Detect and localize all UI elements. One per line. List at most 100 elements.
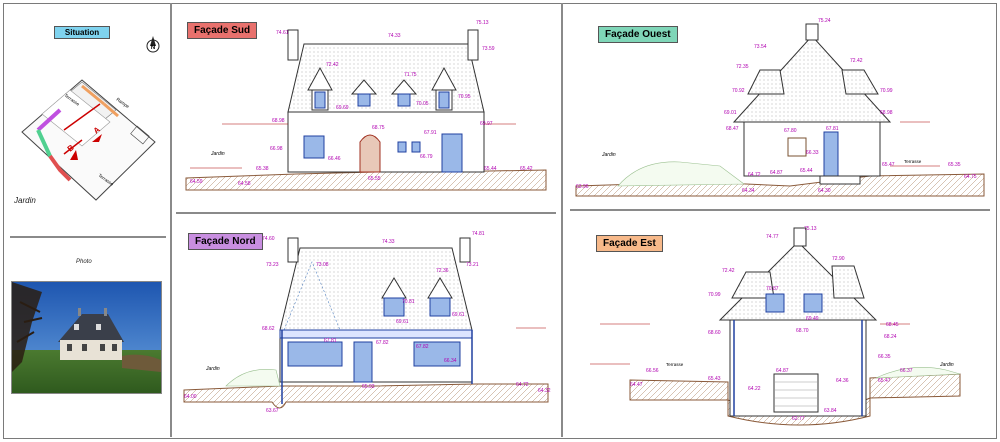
svg-text:64.00: 64.00 xyxy=(184,394,197,400)
svg-text:66.56: 66.56 xyxy=(646,368,659,374)
rampe-label: Rampe xyxy=(115,97,130,110)
svg-text:70.05: 70.05 xyxy=(416,101,429,107)
svg-text:67.80: 67.80 xyxy=(784,128,797,134)
svg-text:69.49: 69.49 xyxy=(806,316,819,322)
facade-ouest-drawing: Jardin Terrasse 75.24 73.54 72.35 72.42 … xyxy=(575,18,985,197)
svg-text:65.47: 65.47 xyxy=(882,162,895,168)
svg-text:63.84: 63.84 xyxy=(824,408,837,414)
svg-text:72.90: 72.90 xyxy=(832,256,845,262)
svg-text:69.01: 69.01 xyxy=(724,110,737,116)
sud-jardin-label: Jardin xyxy=(210,151,225,157)
svg-text:73.21: 73.21 xyxy=(466,262,479,268)
svg-text:74.33: 74.33 xyxy=(382,239,395,245)
svg-text:72.42: 72.42 xyxy=(850,58,863,64)
svg-text:62.77: 62.77 xyxy=(792,416,805,422)
svg-text:66.34: 66.34 xyxy=(444,358,457,364)
ouest-elevation-labels: 75.24 73.54 72.35 72.42 70.92 70.99 69.0… xyxy=(576,18,977,194)
svg-text:67.91: 67.91 xyxy=(424,130,437,136)
svg-text:66.35: 66.35 xyxy=(878,354,891,360)
facade-est-title-badge: Façade Est xyxy=(596,235,663,252)
svg-text:68.60: 68.60 xyxy=(708,330,721,336)
section-b-label: B xyxy=(66,143,76,154)
divider-left-vertical xyxy=(170,3,172,437)
svg-text:66.37: 66.37 xyxy=(900,368,913,374)
svg-text:64.59: 64.59 xyxy=(190,179,203,185)
svg-text:68.75: 68.75 xyxy=(372,125,385,131)
est-elevation-labels: 74.77 75.13 72.42 72.90 70.87 70.99 69.4… xyxy=(630,226,913,422)
facade-est-drawing: Jardin Terrasse 74.77 75.13 72.42 72.90 … xyxy=(590,226,961,426)
svg-text:66.33: 66.33 xyxy=(806,150,819,156)
svg-text:66.98: 66.98 xyxy=(270,146,283,152)
svg-text:69.61: 69.61 xyxy=(396,319,409,325)
svg-text:64.75: 64.75 xyxy=(964,174,977,180)
sud-dormers xyxy=(307,66,457,111)
svg-text:68.45: 68.45 xyxy=(886,322,899,328)
sud-ground-openings xyxy=(303,133,463,173)
svg-text:73.23: 73.23 xyxy=(266,262,279,268)
svg-text:64.72: 64.72 xyxy=(516,382,529,388)
sud-elevation-labels: 74.61 74.33 75.13 73.59 72.42 71.75 70.9… xyxy=(190,20,533,187)
svg-text:72.42: 72.42 xyxy=(722,268,735,274)
svg-text:65.47: 65.47 xyxy=(878,378,891,384)
svg-text:65.44: 65.44 xyxy=(800,168,813,174)
svg-text:63.96: 63.96 xyxy=(576,184,589,190)
svg-text:64.58: 64.58 xyxy=(238,181,251,187)
svg-text:75.13: 75.13 xyxy=(476,20,489,26)
svg-text:75.13: 75.13 xyxy=(804,226,817,232)
svg-text:70.92: 70.92 xyxy=(732,88,745,94)
svg-text:64.87: 64.87 xyxy=(776,368,789,374)
situation-title-badge: Situation xyxy=(54,26,110,39)
svg-text:65.93: 65.93 xyxy=(362,384,375,390)
site-plan-drawing: A B Terrasse Rampe Terrasse xyxy=(21,79,156,201)
facade-sud-title-badge: Façade Sud xyxy=(187,22,258,39)
svg-text:72.35: 72.35 xyxy=(736,64,749,70)
svg-text:65.35: 65.35 xyxy=(948,162,961,168)
svg-text:65.55: 65.55 xyxy=(368,176,381,182)
ouest-jardin-label: Jardin xyxy=(601,152,616,158)
svg-text:70.81: 70.81 xyxy=(402,299,415,305)
svg-text:68.70: 68.70 xyxy=(796,328,809,334)
facade-ouest-title-badge: Façade Ouest xyxy=(598,26,678,43)
svg-text:69.69: 69.69 xyxy=(336,105,349,111)
svg-text:69.97: 69.97 xyxy=(480,121,493,127)
svg-text:70.95: 70.95 xyxy=(458,94,471,100)
svg-text:65.43: 65.43 xyxy=(708,376,721,382)
divider-right-horizontal xyxy=(570,209,990,211)
svg-text:66.79: 66.79 xyxy=(420,154,433,160)
svg-text:68.47: 68.47 xyxy=(726,126,739,132)
svg-text:64.72: 64.72 xyxy=(748,172,761,178)
svg-text:64.32: 64.32 xyxy=(538,388,551,394)
svg-text:73.08: 73.08 xyxy=(316,262,329,268)
svg-text:68.98: 68.98 xyxy=(272,118,285,124)
svg-text:67.82: 67.82 xyxy=(416,344,429,350)
facade-sud-drawing: Jardin 74.61 74.33 75.13 73.59 72.42 71.… xyxy=(185,20,547,191)
svg-text:74.61: 74.61 xyxy=(276,30,289,36)
svg-text:74.81: 74.81 xyxy=(472,231,485,237)
facade-nord-drawing: Jardin 74.60 74.33 74.81 73.23 73.08 72.… xyxy=(183,231,551,414)
svg-text:65.42: 65.42 xyxy=(520,166,533,172)
svg-text:64.22: 64.22 xyxy=(748,386,761,392)
section-a-label: A xyxy=(92,125,102,136)
est-jardin-label: Jardin xyxy=(939,362,954,368)
svg-text:65.38: 65.38 xyxy=(256,166,269,172)
situation-plan: N A B Terrasse Rampe Terrasse xyxy=(21,36,160,201)
svg-text:66.46: 66.46 xyxy=(328,156,341,162)
svg-text:69.61: 69.61 xyxy=(452,312,465,318)
svg-text:67.81: 67.81 xyxy=(826,126,839,132)
svg-text:72.36: 72.36 xyxy=(436,268,449,274)
nord-jardin-label: Jardin xyxy=(205,366,220,372)
svg-text:75.24: 75.24 xyxy=(818,18,831,24)
svg-text:72.42: 72.42 xyxy=(326,62,339,68)
svg-text:65.44: 65.44 xyxy=(484,166,497,172)
svg-text:74.33: 74.33 xyxy=(388,33,401,39)
svg-text:70.99: 70.99 xyxy=(708,292,721,298)
house-photo xyxy=(11,281,162,394)
svg-text:74.77: 74.77 xyxy=(766,234,779,240)
facade-nord-title-badge: Façade Nord xyxy=(188,233,263,250)
svg-text:64.87: 64.87 xyxy=(770,170,783,176)
svg-text:73.54: 73.54 xyxy=(754,44,767,50)
svg-text:64.34: 64.34 xyxy=(742,188,755,194)
est-terrasse-label: Terrasse xyxy=(666,362,684,367)
divider-middle-horizontal xyxy=(176,212,556,214)
svg-text:71.75: 71.75 xyxy=(404,72,417,78)
